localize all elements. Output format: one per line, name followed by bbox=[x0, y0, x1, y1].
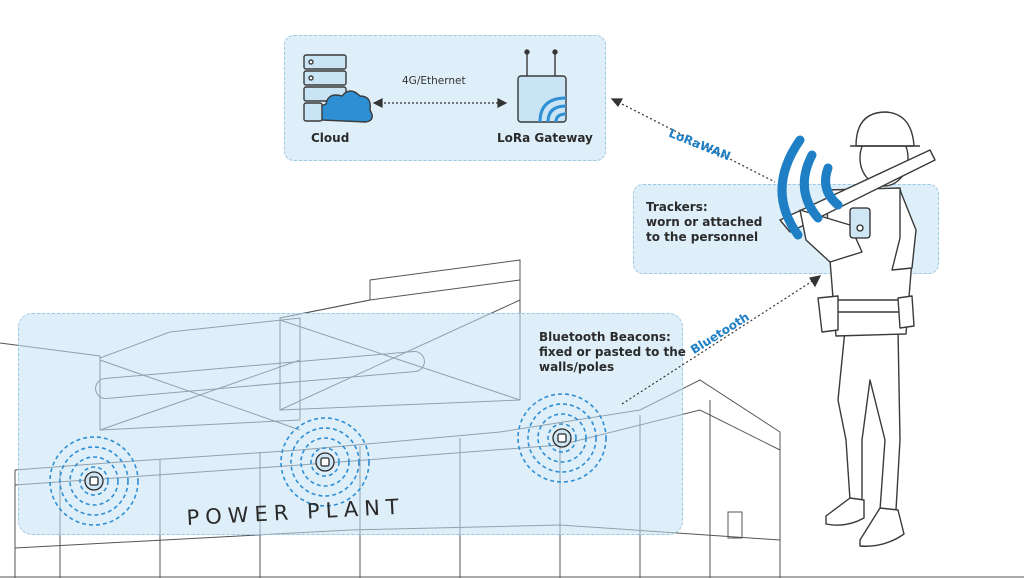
worker-figure bbox=[779, 111, 936, 547]
tracker-signal-arcs bbox=[777, 135, 843, 240]
beacons-text: Bluetooth Beacons: fixed or pasted to th… bbox=[539, 330, 686, 375]
cloud-label: Cloud bbox=[311, 131, 350, 145]
beacons-title: Bluetooth Beacons: bbox=[539, 330, 671, 344]
ethernet-link-arrow bbox=[372, 98, 508, 108]
bluetooth-arrow bbox=[621, 275, 822, 405]
trackers-text: Trackers: worn or attached to the person… bbox=[646, 200, 762, 245]
gateway-label: LoRa Gateway bbox=[497, 131, 593, 145]
tracker-icon bbox=[849, 207, 871, 239]
trackers-title: Trackers: bbox=[646, 200, 708, 214]
router-icon bbox=[517, 49, 567, 123]
trackers-line2: to the personnel bbox=[646, 230, 759, 244]
cloud-icon bbox=[303, 90, 373, 123]
lorawan-arrow bbox=[610, 98, 776, 183]
beacons-line1: fixed or pasted to the bbox=[539, 345, 686, 359]
trackers-line1: worn or attached bbox=[646, 215, 763, 229]
beacon-icon bbox=[49, 393, 607, 526]
ethernet-link-label: 4G/Ethernet bbox=[402, 75, 466, 87]
beacons-panel bbox=[18, 313, 683, 535]
server-icon bbox=[303, 54, 347, 102]
beacon-core bbox=[84, 428, 572, 491]
beacons-line2: walls/poles bbox=[539, 360, 615, 374]
